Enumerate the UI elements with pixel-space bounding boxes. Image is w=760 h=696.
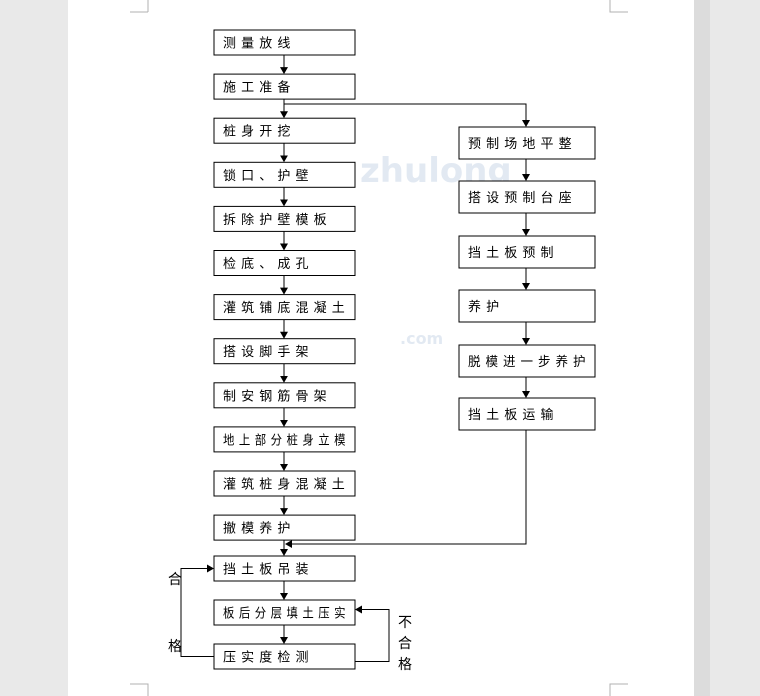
page-corner-mark xyxy=(130,0,149,13)
right-step-3-rect xyxy=(458,289,596,323)
left-step-6: 灌 筑 铺 底 混 凝 土 xyxy=(213,294,356,321)
left-step-13-rect xyxy=(213,599,356,626)
watermark-text: .com xyxy=(400,329,443,348)
left-step-12: 挡 土 板 吊 装 xyxy=(213,555,356,582)
right-step-1: 搭 设 预 制 台 座 xyxy=(458,180,596,214)
right-step-2-label: 挡 土 板 预 制 xyxy=(468,246,554,261)
left-step-3-label: 锁 口 、 护 壁 xyxy=(223,168,309,184)
left-step-14-label: 压 实 度 检 测 xyxy=(223,650,309,666)
left-step-6-label: 灌 筑 铺 底 混 凝 土 xyxy=(223,300,345,316)
merge-arrow xyxy=(285,430,527,548)
left-step-4-label: 拆 除 护 壁 模 板 xyxy=(223,213,327,228)
left-step-5: 检 底 、 成 孔 xyxy=(213,250,356,276)
flow-connectors xyxy=(180,55,530,662)
left-process-column: 测 量 放 线施 工 准 备桩 身 开 挖锁 口 、 护 壁拆 除 护 壁 模 … xyxy=(213,29,356,670)
branch-arrow xyxy=(284,103,530,127)
left-step-5-label: 检 底 、 成 孔 xyxy=(223,256,309,272)
pass-label-char: 合 xyxy=(168,572,182,588)
page-corner-mark xyxy=(609,0,628,13)
left-step-10: 灌 筑 桩 身 混 凝 土 xyxy=(213,470,356,497)
scrollbar-gutter[interactable] xyxy=(694,0,710,696)
right-step-3-label: 养 护 xyxy=(468,299,500,315)
left-step-7-rect xyxy=(213,338,356,365)
right-step-2: 挡 土 板 预 制 xyxy=(458,235,596,269)
left-step-1-label: 施 工 准 备 xyxy=(223,80,291,96)
left-step-0-label: 测 量 放 线 xyxy=(223,37,291,52)
fail-loop-arrow xyxy=(355,605,390,662)
left-step-9-rect xyxy=(213,426,356,453)
left-step-7-label: 搭 设 脚 手 架 xyxy=(223,344,309,360)
right-process-column: 预 制 场 地 平 整搭 设 预 制 台 座挡 土 板 预 制养 护脱 模 进 … xyxy=(458,126,596,431)
left-step-12-label: 挡 土 板 吊 装 xyxy=(223,563,309,578)
left-step-4-rect xyxy=(213,205,356,232)
left-step-2-rect xyxy=(213,117,356,144)
right-step-0: 预 制 场 地 平 整 xyxy=(458,126,596,160)
left-step-11: 撤 模 养 护 xyxy=(213,514,356,541)
left-step-9: 地 上 部 分 桩 身 立 模 xyxy=(213,426,356,453)
left-step-3-rect xyxy=(213,161,356,188)
right-step-4: 脱 模 进 一 步 养 护 xyxy=(458,344,596,378)
right-step-5-label: 挡 土 板 运 输 xyxy=(468,407,554,423)
left-step-1: 施 工 准 备 xyxy=(213,73,356,100)
pass-loop-arrow xyxy=(180,564,214,657)
right-step-0-rect xyxy=(458,126,596,160)
left-step-8-label: 制 安 钢 筋 骨 架 xyxy=(223,388,327,404)
left-step-4: 拆 除 护 壁 模 板 xyxy=(213,205,356,232)
left-step-2-label: 桩 身 开 挖 xyxy=(223,124,291,140)
left-step-12-rect xyxy=(213,555,356,582)
page-corner-mark xyxy=(609,683,628,696)
right-step-0-label: 预 制 场 地 平 整 xyxy=(468,137,572,152)
left-step-6-rect xyxy=(213,294,356,321)
left-step-5-rect xyxy=(213,250,356,276)
right-step-4-label: 脱 模 进 一 步 养 护 xyxy=(468,354,586,370)
right-step-5-rect xyxy=(458,397,596,431)
left-step-14: 压 实 度 检 测 xyxy=(213,643,356,670)
left-step-0: 测 量 放 线 xyxy=(213,29,356,56)
fail-label-char: 合 xyxy=(398,636,412,652)
right-step-3: 养 护 xyxy=(458,289,596,323)
left-step-0-rect xyxy=(213,29,356,56)
fail-label-char: 格 xyxy=(398,657,412,673)
left-step-13: 板 后 分 层 填 土 压 实 xyxy=(213,599,356,626)
left-step-2: 桩 身 开 挖 xyxy=(213,117,356,144)
right-step-2-rect xyxy=(458,235,596,269)
right-step-1-rect xyxy=(458,180,596,214)
left-step-8-rect xyxy=(213,382,356,409)
left-step-11-rect xyxy=(213,514,356,541)
fail-label-char: 不 xyxy=(398,615,412,631)
left-step-8: 制 安 钢 筋 骨 架 xyxy=(213,382,356,409)
left-step-11-label: 撤 模 养 护 xyxy=(223,521,291,537)
left-step-3: 锁 口 、 护 壁 xyxy=(213,161,356,188)
loop-labels: 合 格 不 合 格 xyxy=(168,572,412,673)
left-step-14-rect xyxy=(213,643,356,670)
left-step-1-rect xyxy=(213,73,356,100)
left-step-9-label: 地 上 部 分 桩 身 立 模 xyxy=(223,432,346,448)
left-step-13-label: 板 后 分 层 填 土 压 实 xyxy=(223,607,346,622)
right-step-4-rect xyxy=(458,344,596,378)
left-step-10-label: 灌 筑 桩 身 混 凝 土 xyxy=(223,477,345,493)
page-corner-mark xyxy=(130,683,149,696)
right-step-5: 挡 土 板 运 输 xyxy=(458,397,596,431)
right-step-1-label: 搭 设 预 制 台 座 xyxy=(468,190,572,206)
left-step-10-rect xyxy=(213,470,356,497)
left-step-7: 搭 设 脚 手 架 xyxy=(213,338,356,365)
pass-label-char: 格 xyxy=(168,639,182,655)
